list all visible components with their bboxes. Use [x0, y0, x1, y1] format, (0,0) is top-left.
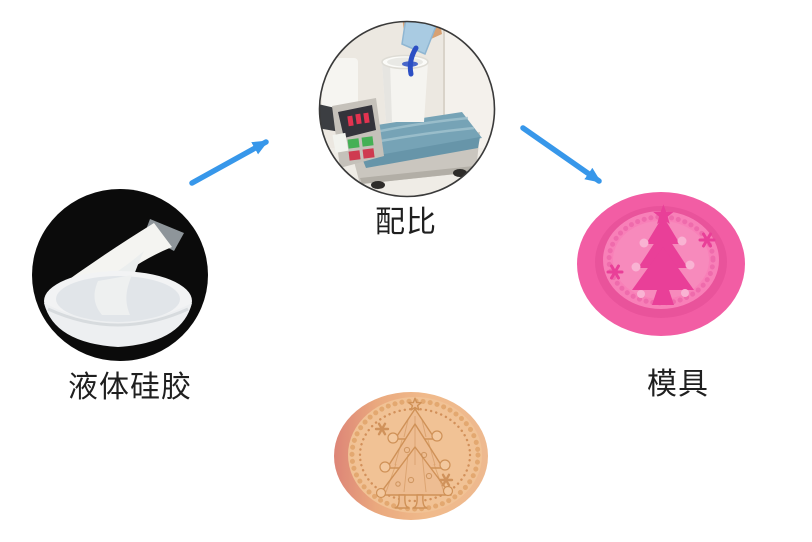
liquid-silicone-photo: [32, 189, 208, 361]
star: [408, 397, 422, 411]
tree-stamp: [632, 204, 694, 305]
snowflake-marks: [606, 232, 716, 280]
stream-into-bowl: [94, 275, 132, 315]
tree-baubles: [375, 430, 454, 499]
photo-border: [318, 20, 496, 198]
molded-product-photo: [334, 392, 488, 521]
mixing-bucket: [382, 62, 428, 122]
trunk-bell: [394, 494, 410, 509]
ratio-weighing-photo: [318, 20, 496, 198]
step-label-liquid-silicone: 液体硅胶: [68, 371, 192, 404]
arrow-down-right-icon: [520, 125, 602, 184]
molded-tree-product: [334, 392, 488, 520]
sticker-label: [332, 132, 349, 153]
tree-baubles: [631, 236, 695, 298]
scale-foot: [371, 181, 385, 189]
ring-ornaments: [395, 446, 433, 487]
star: [653, 204, 674, 224]
snowflake-marks: [374, 422, 454, 487]
trunk-bell: [412, 494, 428, 509]
arrow-up-right-icon: [189, 139, 269, 186]
liquid-silicone-pour-photo: [32, 189, 208, 361]
pink-mold-photo: [577, 192, 745, 336]
weighing-scale-photo: [318, 20, 496, 198]
pink-silicone-mold: [577, 192, 745, 336]
step-label-ratio: 配比: [375, 206, 437, 239]
scale-keypad: [332, 132, 375, 161]
scale-foot: [453, 169, 467, 177]
display-digits: [347, 112, 370, 127]
bowl-ring: [47, 307, 189, 327]
tree-stripes: [385, 416, 445, 493]
step-label-mold: 模具: [647, 368, 709, 401]
blue-liquid-stream: [407, 45, 419, 77]
